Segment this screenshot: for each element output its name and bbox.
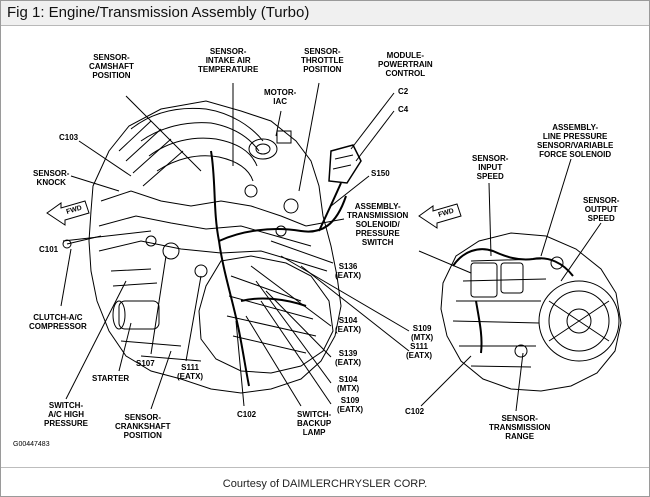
label-starter: STARTER: [92, 374, 130, 383]
label-s139-eatx: S139(EATX): [335, 349, 362, 367]
label-s150: S150: [371, 169, 390, 178]
engine-drawing: [62, 100, 362, 394]
label-s111-eatx-left: S111(EATX): [177, 363, 204, 381]
label-c4: C4: [398, 105, 409, 114]
fwd-arrow-left: FWD: [46, 200, 90, 226]
label-s111-eatx-right: S111(EATX): [406, 342, 433, 360]
fwd-label-right: FWD: [438, 208, 455, 219]
label-s107: S107: [136, 359, 155, 368]
label-c101: C101: [39, 245, 59, 254]
label-s109-eatx: S109(EATX): [337, 396, 364, 414]
fwd-label-left: FWD: [66, 205, 83, 216]
label-sensor-knock: SENSOR-KNOCK: [33, 169, 70, 187]
label-c2: C2: [398, 87, 409, 96]
title-bar: Fig 1: Engine/Transmission Assembly (Tur…: [1, 1, 649, 26]
label-c102-right: C102: [405, 407, 425, 416]
transmission-drawing: [440, 232, 622, 392]
credit-text: Courtesy of DAIMLERCHRYSLER CORP.: [222, 478, 428, 490]
label-c102-left: C102: [237, 410, 257, 419]
label-s109-mtx: S109(MTX): [411, 324, 434, 342]
footer-divider: [1, 467, 649, 468]
label-motor-iac: MOTOR-IAC: [264, 88, 297, 106]
label-c103: C103: [59, 133, 79, 142]
figure-title: Fig 1: Engine/Transmission Assembly (Tur…: [7, 4, 310, 21]
engine-diagram: FWD FWD: [46, 82, 622, 412]
figure-id: G00447483: [13, 441, 50, 448]
fwd-arrow-right: FWD: [418, 203, 462, 229]
label-s104-mtx: S104(MTX): [337, 375, 360, 393]
label-s136-eatx: S136(EATX): [335, 262, 362, 280]
label-s104-eatx: S104(EATX): [335, 316, 362, 334]
leader-lines: [60, 82, 602, 412]
